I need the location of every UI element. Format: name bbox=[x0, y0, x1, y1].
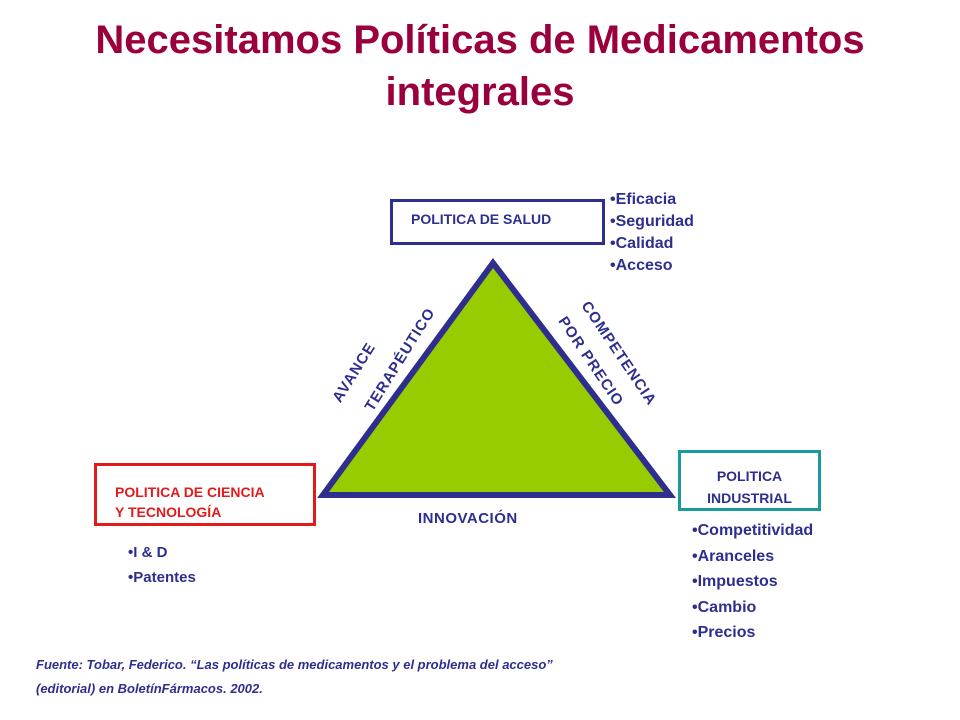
ciencia-bullet-list: I & D Patentes bbox=[128, 540, 196, 590]
page-title-line-1: Necesitamos Políticas de Medicamentos bbox=[95, 18, 865, 62]
list-item: Competitividad bbox=[692, 518, 814, 544]
salud-bullet-list: Eficacia Seguridad Calidad Acceso bbox=[610, 189, 694, 277]
list-item: Cambio bbox=[692, 595, 813, 621]
list-item: Eficacia bbox=[610, 189, 694, 211]
industrial-bullet-list: Competitividad Aranceles Impuestos Cambi… bbox=[692, 518, 814, 646]
list-item: Seguridad bbox=[610, 211, 694, 233]
list-item: Acceso bbox=[610, 255, 694, 277]
page-title: Necesitamos Políticas de Medicamentos in… bbox=[0, 14, 960, 118]
source-citation-line-1: Fuente: Tobar, Federico. “Las políticas … bbox=[36, 657, 553, 672]
list-item: Patentes bbox=[128, 565, 196, 590]
edge-label-innovacion: INNOVACIÓN bbox=[418, 510, 518, 527]
list-item: Calidad bbox=[610, 233, 694, 255]
list-item: I & D bbox=[128, 540, 196, 565]
source-citation: Fuente: Tobar, Federico. “Las políticas … bbox=[36, 653, 756, 701]
politica-ciencia-box: POLITICA DE CIENCIA Y TECNOLOGÍA bbox=[94, 463, 316, 526]
list-item: Impuestos bbox=[692, 569, 813, 595]
politica-ciencia-label-line-2: Y TECNOLOGÍA bbox=[115, 504, 222, 520]
politica-industrial-label-line-1: POLITICA bbox=[716, 468, 783, 484]
list-item: Precios bbox=[692, 620, 813, 646]
list-item: Aranceles bbox=[692, 544, 813, 570]
politica-salud-box: POLITICA DE SALUD bbox=[390, 199, 605, 245]
politica-ciencia-label-line-1: POLITICA DE CIENCIA bbox=[115, 484, 265, 500]
politica-salud-label: POLITICA DE SALUD bbox=[411, 211, 552, 227]
policy-triangle bbox=[317, 257, 677, 498]
source-citation-line-2: (editorial) en BoletínFármacos. 2002. bbox=[36, 681, 263, 696]
politica-industrial-label-line-2: INDUSTRIAL bbox=[707, 490, 792, 506]
politica-industrial-box: POLITICA INDUSTRIAL bbox=[678, 450, 821, 511]
page-title-line-2: integrales bbox=[385, 70, 575, 114]
